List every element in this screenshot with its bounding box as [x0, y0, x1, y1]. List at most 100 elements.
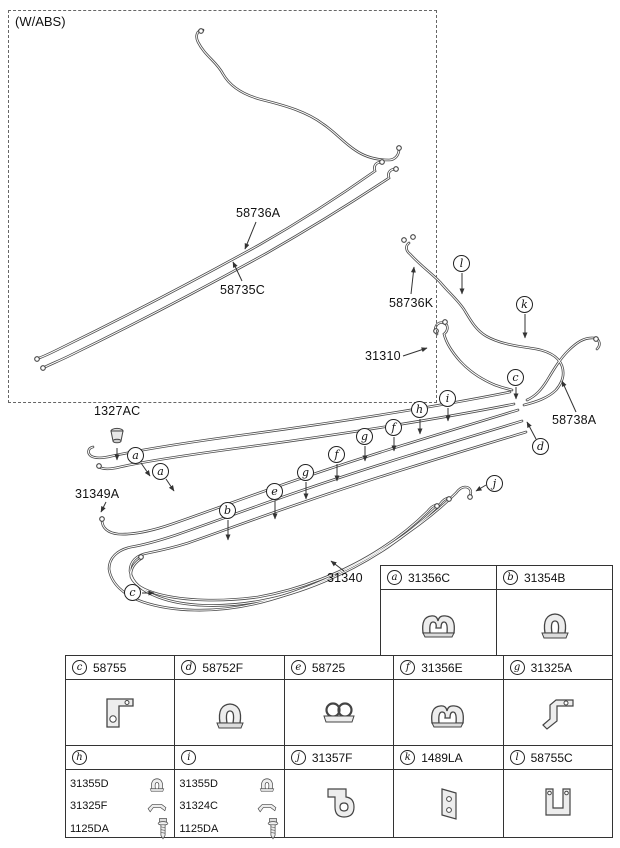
callout-letter: d — [536, 440, 545, 453]
bracket-icon — [97, 693, 143, 733]
bracket-icon — [144, 795, 170, 816]
callout-letter: j — [492, 477, 497, 490]
bracket-icon — [254, 795, 280, 816]
parts-table-cell-a: a 31356C — [381, 566, 496, 655]
callout-a-1: a — [127, 447, 144, 464]
callout-letter: b — [503, 570, 518, 585]
parts-table-row1: a 31356C b 31354B — [380, 565, 613, 656]
callout-letter: c — [512, 371, 519, 384]
callout-letter: a — [157, 465, 164, 478]
callout-letter: h — [72, 750, 87, 765]
part-number: 31324C — [179, 799, 218, 812]
parts-table-cell-j: j 31357F — [283, 746, 394, 837]
part-number: 31357F — [311, 750, 353, 765]
callout-letter: f — [334, 448, 339, 461]
parts-table-cell-h: h 31355D 31325F 1125DA — [66, 746, 175, 837]
callout-a-2: a — [152, 463, 169, 480]
part-number: 31325F — [70, 799, 108, 812]
screw-icon — [266, 817, 280, 841]
screw-icon — [156, 817, 170, 841]
part-number: 31355D — [70, 777, 109, 790]
bracket-icon — [535, 693, 581, 733]
callout-letter: j — [290, 750, 306, 765]
parts-table-cell-c: c 58755 — [66, 656, 175, 745]
callout-letter: c — [72, 660, 87, 675]
abs-variant-label: (W/ABS) — [15, 14, 66, 29]
callout-e: e — [266, 483, 283, 500]
callout-letter: e — [290, 660, 306, 675]
clip-icon — [416, 603, 462, 643]
callout-letter: l — [459, 257, 464, 270]
callout-j: j — [486, 475, 503, 492]
part-number: 1125DA — [70, 823, 109, 835]
part-number: 58725 — [311, 660, 346, 675]
callout-h: h — [411, 401, 428, 418]
part-number: 31354B — [524, 570, 566, 585]
part-number: 31356E — [421, 660, 463, 675]
callout-letter: d — [181, 660, 197, 675]
parts-table-cell-l: l 58755C — [502, 746, 613, 837]
callout-i: i — [439, 390, 456, 407]
callout-f-2: f — [385, 419, 402, 436]
part-number: 58755C — [530, 750, 573, 765]
part-label-31310: 31310 — [365, 349, 401, 363]
clip-icon — [207, 693, 253, 733]
abs-variant-box: (W/ABS) — [8, 10, 437, 403]
parts-table-cell-d: d 58752F — [174, 656, 284, 745]
callout-letter: g — [509, 660, 525, 675]
part-number: 1125DA — [179, 823, 219, 835]
part-number: 58755 — [93, 660, 127, 675]
part-label-31340: 31340 — [327, 571, 363, 585]
clip-icon — [254, 773, 280, 794]
bracket-icon — [535, 784, 581, 824]
bracket-icon — [425, 784, 471, 824]
callout-letter: g — [301, 466, 310, 479]
clip-icon — [425, 693, 471, 733]
parts-table-cell-b: b 31354B — [496, 566, 612, 655]
parts-table-cell-f: f 31356E — [393, 656, 503, 745]
callout-letter: f — [400, 660, 416, 675]
part-number: 58752F — [202, 660, 244, 675]
part-label-58736K: 58736K — [389, 296, 434, 310]
callout-c-left: c — [124, 584, 141, 601]
parts-table-cell-e: e 58725 — [283, 656, 394, 745]
callout-f-1: f — [328, 446, 345, 463]
callout-g-2: g — [356, 428, 373, 445]
clip-icon — [532, 603, 578, 643]
callout-letter: i — [445, 392, 450, 405]
part-label-31349A: 31349A — [75, 487, 120, 501]
callout-l: l — [453, 255, 470, 272]
callout-b: b — [219, 502, 236, 519]
clip-icon — [144, 773, 170, 794]
callout-letter: h — [415, 403, 424, 416]
parts-table-row2: c 58755 d 58752F e 58725 f 31356E — [65, 655, 613, 746]
parts-table-cell-k: k 1489LA — [393, 746, 503, 837]
callout-letter: e — [271, 485, 278, 498]
callout-c-right: c — [507, 369, 524, 386]
bracket-icon — [316, 784, 362, 824]
callout-letter: k — [400, 750, 416, 765]
callout-letter: k — [521, 298, 528, 311]
callout-d: d — [532, 438, 549, 455]
part-label-58736A: 58736A — [236, 206, 281, 220]
part-label-1327AC: 1327AC — [94, 404, 141, 418]
callout-g-1: g — [297, 464, 314, 481]
clamp-icon — [316, 693, 362, 733]
part-number: 31356C — [408, 570, 451, 585]
parts-table-cell-g: g 31325A — [502, 656, 613, 745]
callout-letter: g — [360, 430, 369, 443]
callout-letter: c — [129, 586, 136, 599]
callout-letter: b — [223, 504, 232, 517]
callout-letter: a — [132, 449, 139, 462]
part-number: 1489LA — [421, 750, 463, 765]
parts-table-row3: h 31355D 31325F 1125DA — [65, 745, 613, 838]
part-label-58738A: 58738A — [552, 413, 597, 427]
callout-letter: f — [391, 421, 396, 434]
callout-letter: l — [509, 750, 525, 765]
part-number: 31355D — [179, 777, 218, 790]
part-number: 31325A — [530, 660, 572, 675]
parts-table-cell-i: i 31355D 31324C 1125DA — [174, 746, 284, 837]
callout-k: k — [516, 296, 533, 313]
grommet-icon — [110, 427, 124, 444]
